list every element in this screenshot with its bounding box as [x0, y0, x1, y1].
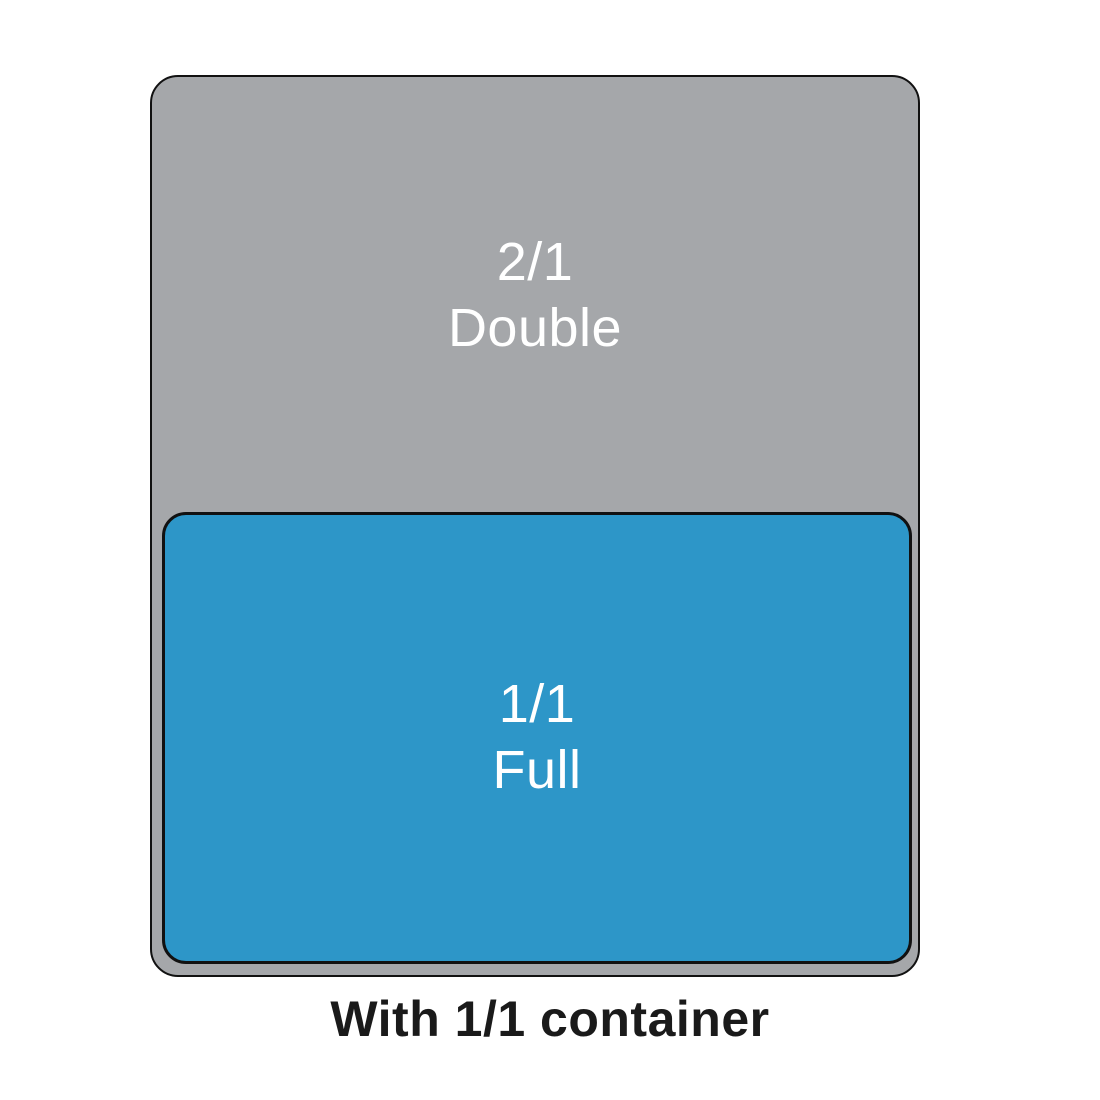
full-pan-size-text: 1/1: [498, 674, 576, 735]
double-pan-size-text: 2/1: [496, 232, 574, 293]
double-pan-name-text: Double: [447, 298, 623, 358]
double-pan-label: 2/1 Double: [152, 77, 918, 555]
full-pan-name-text: Full: [492, 740, 582, 800]
diagram-caption: With 1/1 container: [330, 991, 770, 1047]
full-pan-label: 1/1 Full: [165, 515, 909, 961]
full-pan-1-1: 1/1 Full: [162, 512, 912, 964]
